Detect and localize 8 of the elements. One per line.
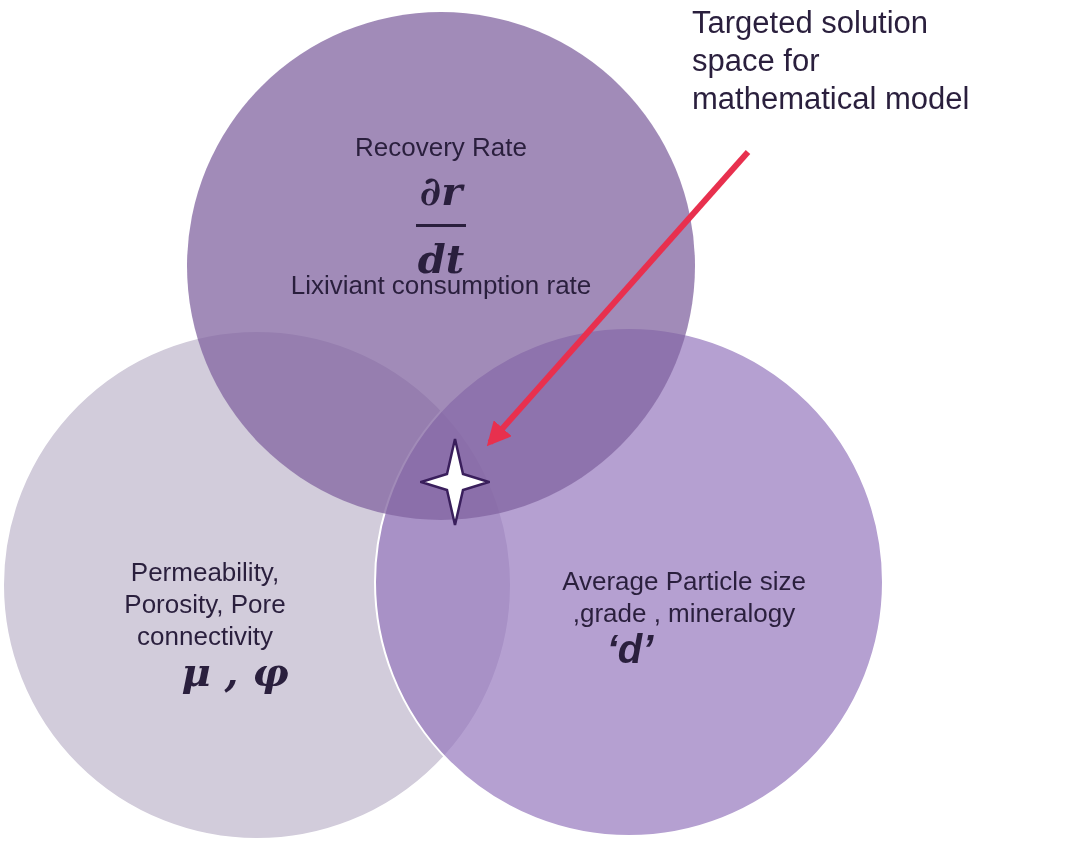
circle-label: Average Particle size ,grade , mineralogy <box>561 565 807 629</box>
math-symbol: ∂r <box>418 169 466 213</box>
math-symbol: μ , φ <box>181 650 290 694</box>
callout-text: Targeted solution space for mathematical model <box>692 4 971 118</box>
circle-label: Recovery Rate <box>354 131 528 163</box>
arrow <box>486 150 751 447</box>
circle-label: Permeability, Porosity, Pore connectivity <box>123 556 287 652</box>
math-symbol: ‘d’ <box>605 627 655 671</box>
